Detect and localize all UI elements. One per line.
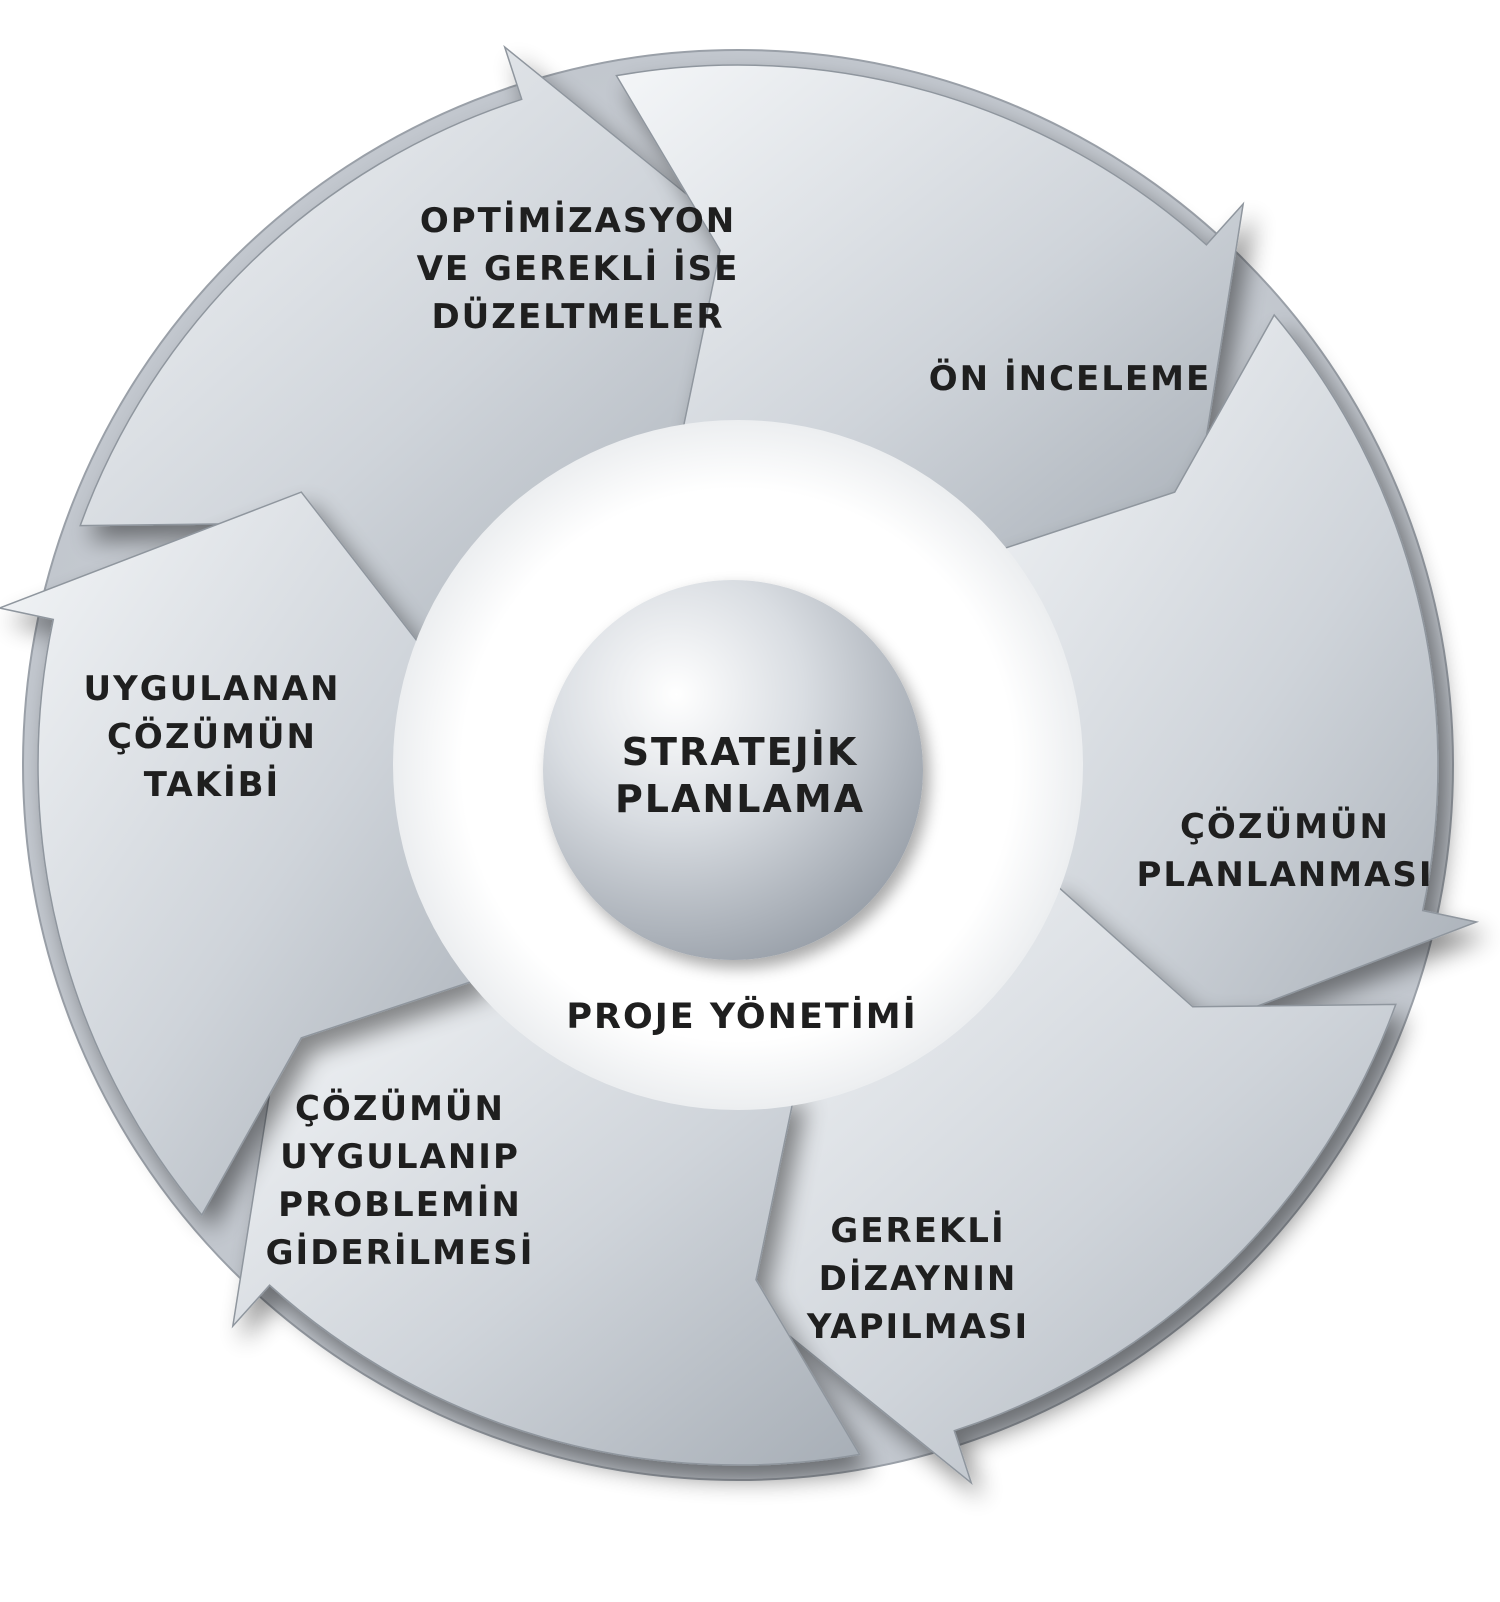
stage-cozumun-uygulanip: ÇÖZÜMÜN UYGULANIP PROBLEMİN GİDERİLMESİ xyxy=(266,1088,535,1273)
stage-on-inceleme: ÖN İNCELEME xyxy=(929,358,1211,399)
stage-cozumun-planlanmasi: ÇÖZÜMÜN PLANLANMASI xyxy=(1136,806,1433,895)
stage-gerekli-dizaynin-line-2: DİZAYNIN xyxy=(819,1258,1018,1299)
stage-uygulanan-cozumun: UYGULANAN ÇÖZÜMÜN TAKİBİ xyxy=(84,669,341,805)
stage-optimizasyon-line-3: DÜZELTMELER xyxy=(431,296,724,337)
stage-uygulanan-cozumun-line-1: UYGULANAN xyxy=(84,669,341,709)
stage-uygulanan-cozumun-line-2: ÇÖZÜMÜN xyxy=(107,716,317,757)
center-label-line-2: PLANLAMA xyxy=(615,777,865,821)
stage-uygulanan-cozumun-line-3: TAKİBİ xyxy=(144,764,280,805)
stage-cozumun-uygulanip-line-3: PROBLEMİN xyxy=(278,1184,522,1225)
stage-cozumun-uygulanip-line-2: UYGULANIP xyxy=(280,1137,520,1177)
center-circle xyxy=(543,580,923,960)
stage-on-inceleme-line-1: ÖN İNCELEME xyxy=(929,358,1211,399)
stage-optimizasyon: OPTİMİZASYON VE GEREKLİ İSE DÜZELTMELER xyxy=(417,200,740,337)
stage-gerekli-dizaynin-line-3: YAPILMASI xyxy=(806,1307,1029,1347)
stage-cozumun-planlanmasi-line-1: ÇÖZÜMÜN xyxy=(1180,806,1390,847)
stage-optimizasyon-line-2: VE GEREKLİ İSE xyxy=(417,248,740,289)
stage-cozumun-planlanmasi-line-2: PLANLANMASI xyxy=(1136,855,1433,895)
ring-label: PROJE YÖNETİMİ xyxy=(566,995,917,1037)
stage-cozumun-uygulanip-line-4: GİDERİLMESİ xyxy=(266,1232,535,1273)
center-label-line-1: STRATEJİK xyxy=(622,730,859,774)
stage-optimizasyon-line-1: OPTİMİZASYON xyxy=(420,200,736,241)
stage-cozumun-uygulanip-line-1: ÇÖZÜMÜN xyxy=(295,1088,505,1129)
stage-gerekli-dizaynin: GEREKLİ DİZAYNIN YAPILMASI xyxy=(806,1210,1029,1347)
stage-gerekli-dizaynin-line-1: GEREKLİ xyxy=(830,1210,1005,1251)
